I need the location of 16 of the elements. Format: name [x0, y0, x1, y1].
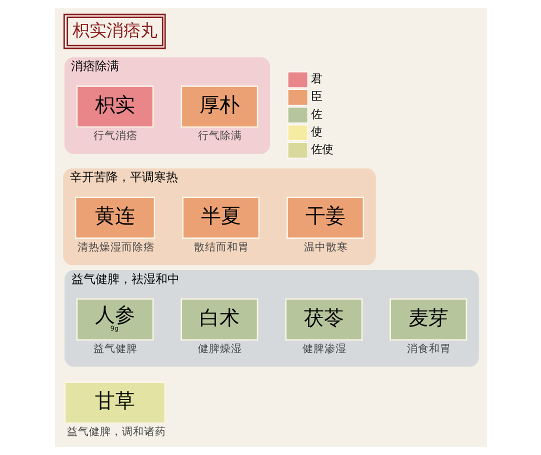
diagram-title: 枳实消痞丸 — [72, 20, 157, 40]
node-label: 行气除满 — [197, 130, 242, 142]
node-label: 温中散寒 — [303, 241, 348, 254]
node-label: 行气消痞 — [92, 130, 137, 142]
legend-label: 佐 — [310, 108, 322, 121]
node-label: 益气健脾 — [92, 342, 137, 355]
node-label: 消食和胃 — [406, 342, 450, 355]
node-label: 健脾燥湿 — [197, 342, 242, 355]
legend-label: 君 — [310, 72, 322, 86]
node-label: 益气健脾，调和诸药 — [66, 426, 166, 438]
node-label: 散结而和胃 — [194, 241, 249, 254]
legend-label: 臣 — [310, 90, 322, 104]
node-label: 健脾渗湿 — [302, 342, 346, 355]
legend-label: 佐使 — [310, 143, 333, 156]
legend-label: 使 — [310, 125, 322, 138]
node-label: 清热燥湿而除痞 — [77, 241, 154, 254]
